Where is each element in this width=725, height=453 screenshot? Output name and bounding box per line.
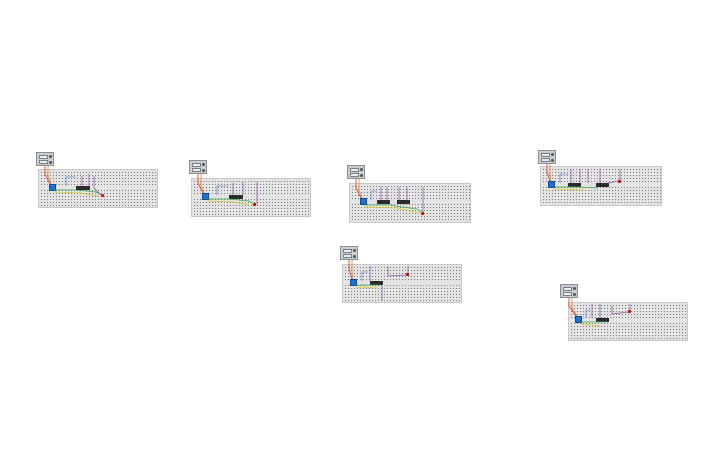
supply-knob[interactable] xyxy=(202,163,205,166)
ic-chip[interactable] xyxy=(229,195,243,199)
breadboard[interactable] xyxy=(342,264,462,303)
breadboard[interactable] xyxy=(191,178,311,217)
power-supply[interactable] xyxy=(340,246,358,260)
supply-display xyxy=(563,292,572,296)
supply-knob[interactable] xyxy=(551,159,554,162)
circuit-4[interactable] xyxy=(538,150,664,208)
supply-knob[interactable] xyxy=(202,169,205,172)
supply-display xyxy=(541,153,550,157)
ic-chip[interactable] xyxy=(76,186,90,190)
power-supply[interactable] xyxy=(538,150,556,164)
breadboard[interactable] xyxy=(38,169,158,208)
led[interactable] xyxy=(421,212,424,215)
supply-knob[interactable] xyxy=(49,161,52,164)
ic-chip[interactable] xyxy=(596,183,609,187)
circuit-3[interactable] xyxy=(347,165,473,225)
sensor-module[interactable] xyxy=(548,181,555,188)
ic-chip[interactable] xyxy=(397,200,410,204)
supply-display xyxy=(350,173,359,177)
supply-display xyxy=(563,287,572,291)
led[interactable] xyxy=(628,310,631,313)
supply-knob[interactable] xyxy=(360,168,363,171)
circuit-6[interactable] xyxy=(560,284,688,342)
supply-display xyxy=(343,254,352,258)
power-supply[interactable] xyxy=(189,160,207,174)
supply-knob[interactable] xyxy=(573,293,576,296)
supply-display xyxy=(343,249,352,253)
supply-display xyxy=(350,168,359,172)
circuit-2[interactable] xyxy=(189,160,313,218)
breadboard[interactable] xyxy=(349,183,471,223)
circuit-5[interactable] xyxy=(340,246,464,304)
power-supply[interactable] xyxy=(347,165,365,179)
breadboard-channel xyxy=(192,196,310,199)
supply-knob[interactable] xyxy=(573,287,576,290)
supply-knob[interactable] xyxy=(353,255,356,258)
supply-display xyxy=(192,168,201,172)
sensor-module[interactable] xyxy=(350,279,357,286)
ic-chip[interactable] xyxy=(377,200,390,204)
supply-knob[interactable] xyxy=(353,249,356,252)
sensor-module[interactable] xyxy=(360,198,367,205)
breadboard-channel xyxy=(343,282,461,285)
supply-display xyxy=(39,160,48,164)
breadboard[interactable] xyxy=(568,302,688,341)
supply-knob[interactable] xyxy=(551,153,554,156)
breadboard-channel xyxy=(39,187,157,190)
circuit-1[interactable] xyxy=(36,152,160,210)
supply-knob[interactable] xyxy=(49,155,52,158)
sensor-module[interactable] xyxy=(575,316,582,323)
supply-knob[interactable] xyxy=(360,174,363,177)
supply-display xyxy=(541,158,550,162)
led[interactable] xyxy=(253,203,256,206)
power-supply[interactable] xyxy=(36,152,54,166)
ic-chip[interactable] xyxy=(596,318,609,322)
sensor-module[interactable] xyxy=(49,184,56,191)
led[interactable] xyxy=(618,180,621,183)
supply-display xyxy=(192,163,201,167)
sensor-module[interactable] xyxy=(202,193,209,200)
ic-chip[interactable] xyxy=(568,183,581,187)
breadboard-channel xyxy=(569,320,687,323)
led[interactable] xyxy=(406,273,409,276)
breadboard-channel xyxy=(350,201,470,204)
supply-display xyxy=(39,155,48,159)
ic-chip[interactable] xyxy=(370,281,383,285)
power-supply[interactable] xyxy=(560,284,578,298)
led[interactable] xyxy=(101,194,104,197)
